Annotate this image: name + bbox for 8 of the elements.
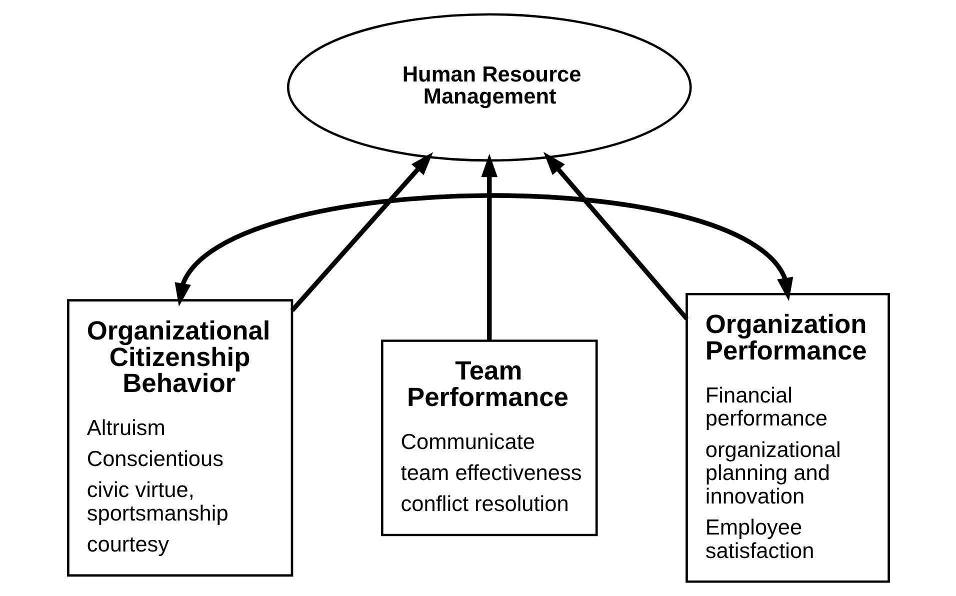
arrow — [542, 152, 688, 320]
node-box: Organizational Citizenship Behavior Altruism Conscientious civic virtue, sportsmanship courtesy — [66, 299, 293, 577]
node-box: Team Performance Communicate team effectiveness conflict resolution — [380, 340, 598, 536]
node-ellipse: Human Resource Management — [286, 13, 692, 162]
arrow — [480, 154, 498, 340]
arrow — [174, 193, 793, 307]
node-box: Organization Performance Financial performance organizational planning and innovation Employee satisfaction — [685, 292, 890, 583]
arrow — [290, 152, 433, 312]
